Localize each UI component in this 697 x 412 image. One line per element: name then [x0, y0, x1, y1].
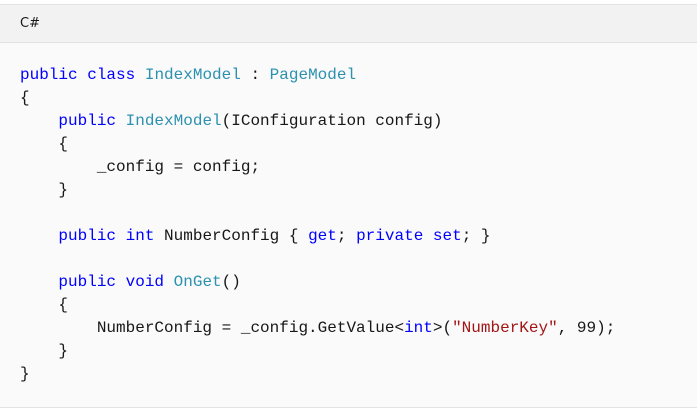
code-block: C# public class IndexModel : PageModel { …: [0, 4, 697, 408]
code-line: [20, 202, 697, 225]
keyword-token: class: [87, 66, 136, 84]
code-token: :: [240, 66, 270, 84]
code-line: public void OnGet(): [20, 271, 697, 294]
code-line: {: [20, 294, 697, 317]
code-line: }: [20, 179, 697, 202]
code-token: (IConfiguration config): [221, 112, 443, 130]
code-line: public class IndexModel : PageModel: [20, 64, 697, 87]
code-token: _config = config;: [20, 158, 261, 176]
code-token: [20, 273, 58, 291]
code-line: public IndexModel(IConfiguration config): [20, 110, 697, 133]
code-line: {: [20, 133, 697, 156]
keyword-token: public: [58, 227, 117, 245]
code-token: }: [20, 342, 69, 360]
code-line: }: [20, 340, 697, 363]
keyword-token: public: [20, 66, 78, 84]
code-token: {: [20, 89, 30, 107]
code-token: [116, 227, 126, 245]
code-token: (): [221, 273, 241, 291]
code-token: [20, 227, 58, 245]
code-content[interactable]: public class IndexModel : PageModel { pub…: [0, 43, 697, 386]
type-token: PageModel: [269, 66, 357, 84]
code-token: }: [20, 365, 30, 383]
keyword-token: get: [308, 227, 337, 245]
keyword-token: private: [356, 227, 424, 245]
code-line: public int NumberConfig { get; private s…: [20, 225, 697, 248]
code-token: NumberConfig = _config.GetValue<: [20, 319, 405, 337]
type-token: IndexModel: [125, 112, 222, 130]
code-token: {: [20, 296, 69, 314]
keyword-token: set: [432, 227, 462, 245]
code-line: }: [20, 363, 697, 386]
code-line: NumberConfig = _config.GetValue<int>("Nu…: [20, 317, 697, 340]
code-token: {: [20, 135, 69, 153]
string-token: "NumberKey": [452, 319, 558, 337]
code-language-header: C#: [0, 5, 697, 43]
code-token: [135, 66, 145, 84]
language-label: C#: [20, 16, 40, 31]
code-token: [20, 112, 58, 130]
code-token: ;: [336, 227, 357, 245]
keyword-token: void: [125, 273, 165, 291]
code-line: {: [20, 87, 697, 110]
code-token: [164, 273, 174, 291]
code-token: ; }: [461, 227, 491, 245]
keyword-token: int: [404, 319, 433, 337]
keyword-token: public: [58, 273, 117, 291]
code-line: _config = config;: [20, 156, 697, 179]
code-token: [78, 66, 88, 84]
code-token: [423, 227, 433, 245]
code-token: >(: [432, 319, 453, 337]
keyword-token: public: [58, 112, 117, 130]
code-token: , 99);: [557, 319, 616, 337]
code-token: NumberConfig {: [154, 227, 309, 245]
type-token: OnGet: [173, 273, 222, 291]
type-token: IndexModel: [144, 66, 241, 84]
code-line: [20, 248, 697, 271]
keyword-token: int: [125, 227, 155, 245]
code-token: }: [20, 181, 69, 199]
code-token: [116, 273, 126, 291]
code-token: [116, 112, 126, 130]
